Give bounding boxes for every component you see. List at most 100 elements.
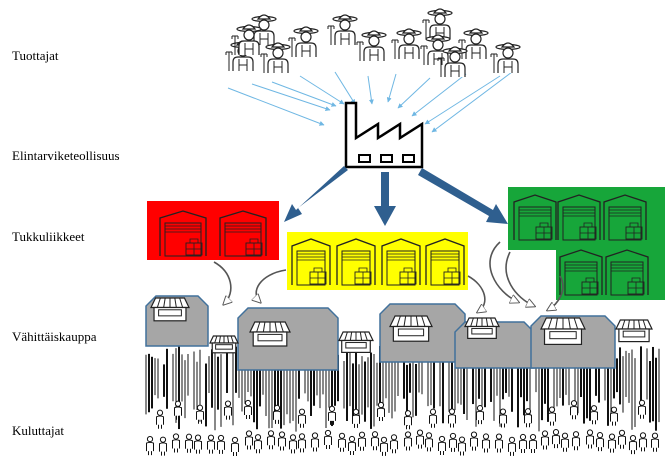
label-producers: Tuottajat: [12, 48, 59, 63]
person-icon: [174, 400, 182, 420]
person-icon: [499, 408, 507, 428]
warehouse-icon: [603, 194, 647, 241]
person-icon: [586, 429, 594, 449]
warehouse-icon: [605, 249, 649, 296]
farmer-icon: [490, 42, 521, 73]
thin-arrow: [334, 71, 356, 105]
warehouse-icon: [513, 194, 557, 241]
person-icon: [324, 429, 332, 449]
farmer-icon: [458, 28, 489, 59]
retail-group: [145, 295, 653, 371]
person-icon: [267, 430, 275, 450]
person-icon: [196, 404, 204, 424]
farmer-icon: [260, 42, 291, 73]
farmer-icon: [391, 28, 422, 59]
curved-arrow: [467, 275, 485, 312]
person-icon: [273, 404, 281, 424]
wholesale-group: [147, 187, 665, 300]
person-icon: [561, 432, 569, 452]
person-icon: [172, 433, 180, 453]
person-icon: [596, 432, 604, 452]
person-icon: [224, 400, 232, 420]
person-icon: [338, 432, 346, 452]
person-icon: [207, 434, 215, 454]
thin-arrow: [299, 75, 345, 105]
person-icon: [185, 433, 193, 453]
curved-arrow: [548, 275, 564, 310]
person-icon: [311, 432, 319, 452]
person-icon: [194, 434, 202, 454]
person-icon: [358, 431, 366, 451]
factory-body: [344, 101, 424, 169]
warehouse-icon: [381, 238, 421, 286]
shop-icon: [389, 315, 433, 342]
person-icon: [608, 433, 616, 453]
shop-icon: [338, 331, 374, 353]
person-icon: [548, 406, 556, 426]
warehouse-icon: [559, 249, 603, 296]
warehouse-icon: [425, 238, 465, 286]
blue-arrow-left: [284, 166, 348, 222]
shop-icon: [615, 319, 653, 343]
person-icon: [289, 434, 297, 454]
person-icon: [429, 408, 437, 428]
farmer-icon: [327, 14, 358, 45]
thin-arrow: [397, 77, 431, 109]
person-icon: [404, 431, 412, 451]
person-icon: [618, 429, 626, 449]
person-icon: [390, 434, 398, 454]
label-food-industry: Elintarviketeollisuus: [12, 148, 120, 163]
person-icon: [639, 432, 647, 452]
factory-window: [402, 154, 415, 163]
consumers-group: [146, 399, 659, 456]
curved-arrow: [489, 241, 518, 302]
shop-icon: [249, 321, 291, 347]
person-icon: [508, 436, 516, 456]
thin-arrow: [251, 83, 331, 111]
person-icon: [458, 436, 466, 456]
person-icon: [298, 408, 306, 428]
person-icon: [638, 399, 646, 419]
person-icon: [217, 434, 225, 454]
shop-icon: [540, 317, 586, 345]
label-wholesale: Tukkuliikkeet: [12, 229, 85, 244]
person-icon: [245, 430, 253, 450]
blue-arrow-right: [418, 168, 508, 224]
factory-to-wholesale-arrows: [284, 166, 508, 226]
warehouse-icon: [336, 238, 376, 286]
shop-icon: [150, 297, 190, 322]
person-icon: [352, 408, 360, 428]
warehouse-icon: [219, 210, 267, 257]
thin-arrow: [227, 87, 325, 126]
person-icon: [610, 406, 618, 426]
thin-arrow: [386, 73, 397, 103]
person-icon: [298, 433, 306, 453]
person-icon: [371, 431, 379, 451]
shop-icon: [464, 317, 500, 339]
farmer-icon: [288, 26, 319, 57]
thin-arrow: [271, 81, 337, 107]
thin-arrow: [367, 75, 374, 105]
factory-window: [358, 154, 371, 163]
person-icon: [651, 432, 659, 452]
curved-arrow: [213, 261, 231, 304]
person-icon: [328, 405, 336, 425]
person-icon: [476, 405, 484, 425]
person-icon: [377, 401, 385, 422]
curved-arrow: [505, 251, 534, 306]
person-icon: [541, 430, 549, 450]
person-icon: [470, 431, 478, 451]
wholesale-red: [147, 201, 279, 260]
factory-window: [380, 154, 393, 163]
person-icon: [425, 432, 433, 452]
farmer-icon: [437, 46, 468, 77]
person-icon: [524, 408, 532, 428]
warehouse-icon: [557, 194, 601, 241]
person-icon: [244, 399, 252, 420]
person-icon: [519, 433, 527, 454]
wholesale-green: [508, 187, 665, 300]
wholesale-to-retail-arrows: [213, 241, 564, 312]
thin-arrow: [411, 73, 467, 117]
shop-icon: [209, 335, 239, 354]
